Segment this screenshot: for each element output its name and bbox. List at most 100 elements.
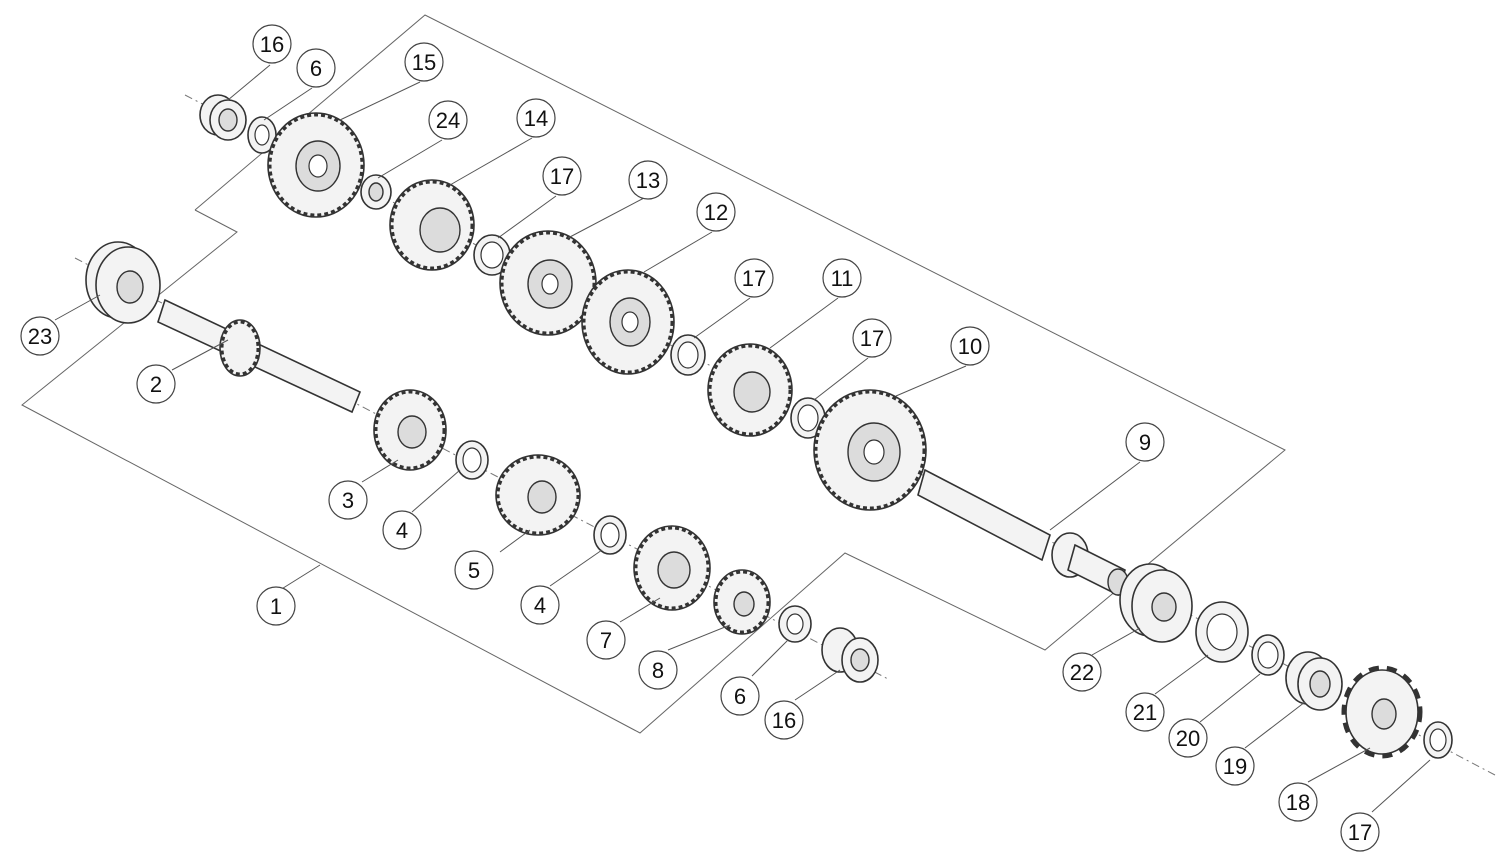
callout-number: 21: [1133, 700, 1157, 725]
callout-circle: [696, 192, 736, 232]
callout-16: 16: [252, 24, 292, 64]
callout-15: 15: [404, 42, 444, 82]
callout-circle: [1278, 782, 1318, 822]
callout-number: 20: [1176, 726, 1200, 751]
callout-circle: [852, 318, 892, 358]
callout-circle: [296, 48, 336, 88]
callout-number: 11: [831, 266, 854, 291]
callout-10: 10: [950, 326, 990, 366]
part-sprocket: [1341, 665, 1423, 759]
part-spacer: [1285, 651, 1343, 711]
callout-circle: [638, 650, 678, 690]
callout-5: 5: [454, 550, 494, 590]
callout-16: 16: [764, 700, 804, 740]
callout-number: 15: [412, 50, 436, 75]
callout-circle: [628, 160, 668, 200]
callout-6: 6: [296, 48, 336, 88]
callout-number: 13: [636, 168, 660, 193]
part-bearing-22: [1119, 563, 1193, 643]
callout-number: 12: [704, 200, 728, 225]
callout-23: 23: [20, 316, 60, 356]
callout-number: 17: [550, 164, 574, 189]
callout-9: 9: [1125, 422, 1165, 462]
callout-circle: [1340, 812, 1380, 852]
part-washer-4a: [455, 440, 489, 480]
callout-circle: [382, 510, 422, 550]
part-gear-3: [373, 389, 447, 471]
part-countershaft: [917, 468, 1129, 597]
part-mainshaft: [157, 298, 362, 414]
callout-19: 19: [1215, 746, 1255, 786]
callout-13: 13: [628, 160, 668, 200]
callout-number: 23: [28, 324, 52, 349]
callout-number: 4: [534, 593, 546, 618]
part-bushing-lower: [821, 627, 879, 683]
callout-22: 22: [1062, 652, 1102, 692]
callout-circle: [136, 364, 176, 404]
callout-number: 19: [1223, 754, 1247, 779]
callout-12: 12: [696, 192, 736, 232]
callout-circle: [516, 98, 556, 138]
callout-number: 16: [260, 32, 284, 57]
callout-number: 1: [270, 594, 282, 619]
callout-20: 20: [1168, 718, 1208, 758]
callout-number: 3: [342, 488, 354, 513]
callout-8: 8: [638, 650, 678, 690]
callout-circle: [252, 24, 292, 64]
callout-7: 7: [586, 620, 626, 660]
part-washer-17b: [670, 334, 706, 376]
callout-number: 24: [436, 108, 460, 133]
part-circlip-17d: [1423, 721, 1453, 759]
part-gear-13: [499, 230, 597, 336]
part-gear-5: [495, 454, 581, 536]
callout-number: 10: [958, 334, 982, 359]
callout-circle: [520, 585, 560, 625]
callout-circle: [256, 586, 296, 626]
callout-circle: [1125, 692, 1165, 732]
part-gear-12: [581, 269, 675, 375]
callout-17: 17: [734, 258, 774, 298]
callout-circle: [1062, 652, 1102, 692]
part-oil-seal: [1195, 601, 1249, 663]
callout-3: 3: [328, 480, 368, 520]
callout-number: 22: [1070, 660, 1094, 685]
callout-11: 11: [822, 258, 862, 298]
part-gear-10: [813, 389, 927, 511]
callout-number: 7: [600, 628, 612, 653]
callout-circle: [328, 480, 368, 520]
assembly-frame-upper: [21, 14, 1286, 734]
callout-number: 5: [468, 558, 480, 583]
part-bearing-23: [85, 241, 161, 324]
leader-lines: [54, 64, 1431, 813]
callout-2: 2: [136, 364, 176, 404]
callout-number: 14: [524, 106, 548, 131]
part-gear-8: [713, 569, 771, 635]
callout-24: 24: [428, 100, 468, 140]
part-gear-7: [633, 525, 711, 611]
callout-circle: [720, 676, 760, 716]
callout-18: 18: [1278, 782, 1318, 822]
callout-6: 6: [720, 676, 760, 716]
callout-circle: [764, 700, 804, 740]
callout-number: 6: [734, 684, 746, 709]
callout-circle: [586, 620, 626, 660]
callout-4: 4: [520, 585, 560, 625]
callout-circle: [542, 156, 582, 196]
callout-circle: [1125, 422, 1165, 462]
part-bushing-upper: [199, 94, 247, 141]
callout-17: 17: [1340, 812, 1380, 852]
part-gear-15: [267, 112, 365, 218]
callout-circle: [404, 42, 444, 82]
callout-1: 1: [256, 586, 296, 626]
callout-circle: [950, 326, 990, 366]
callout-number: 4: [396, 518, 408, 543]
callout-21: 21: [1125, 692, 1165, 732]
callout-circle: [734, 258, 774, 298]
part-washer-17a: [473, 234, 511, 276]
callout-number: 17: [742, 266, 766, 291]
callout-circle: [454, 550, 494, 590]
callout-circle: [1215, 746, 1255, 786]
part-o-ring: [1251, 634, 1285, 676]
